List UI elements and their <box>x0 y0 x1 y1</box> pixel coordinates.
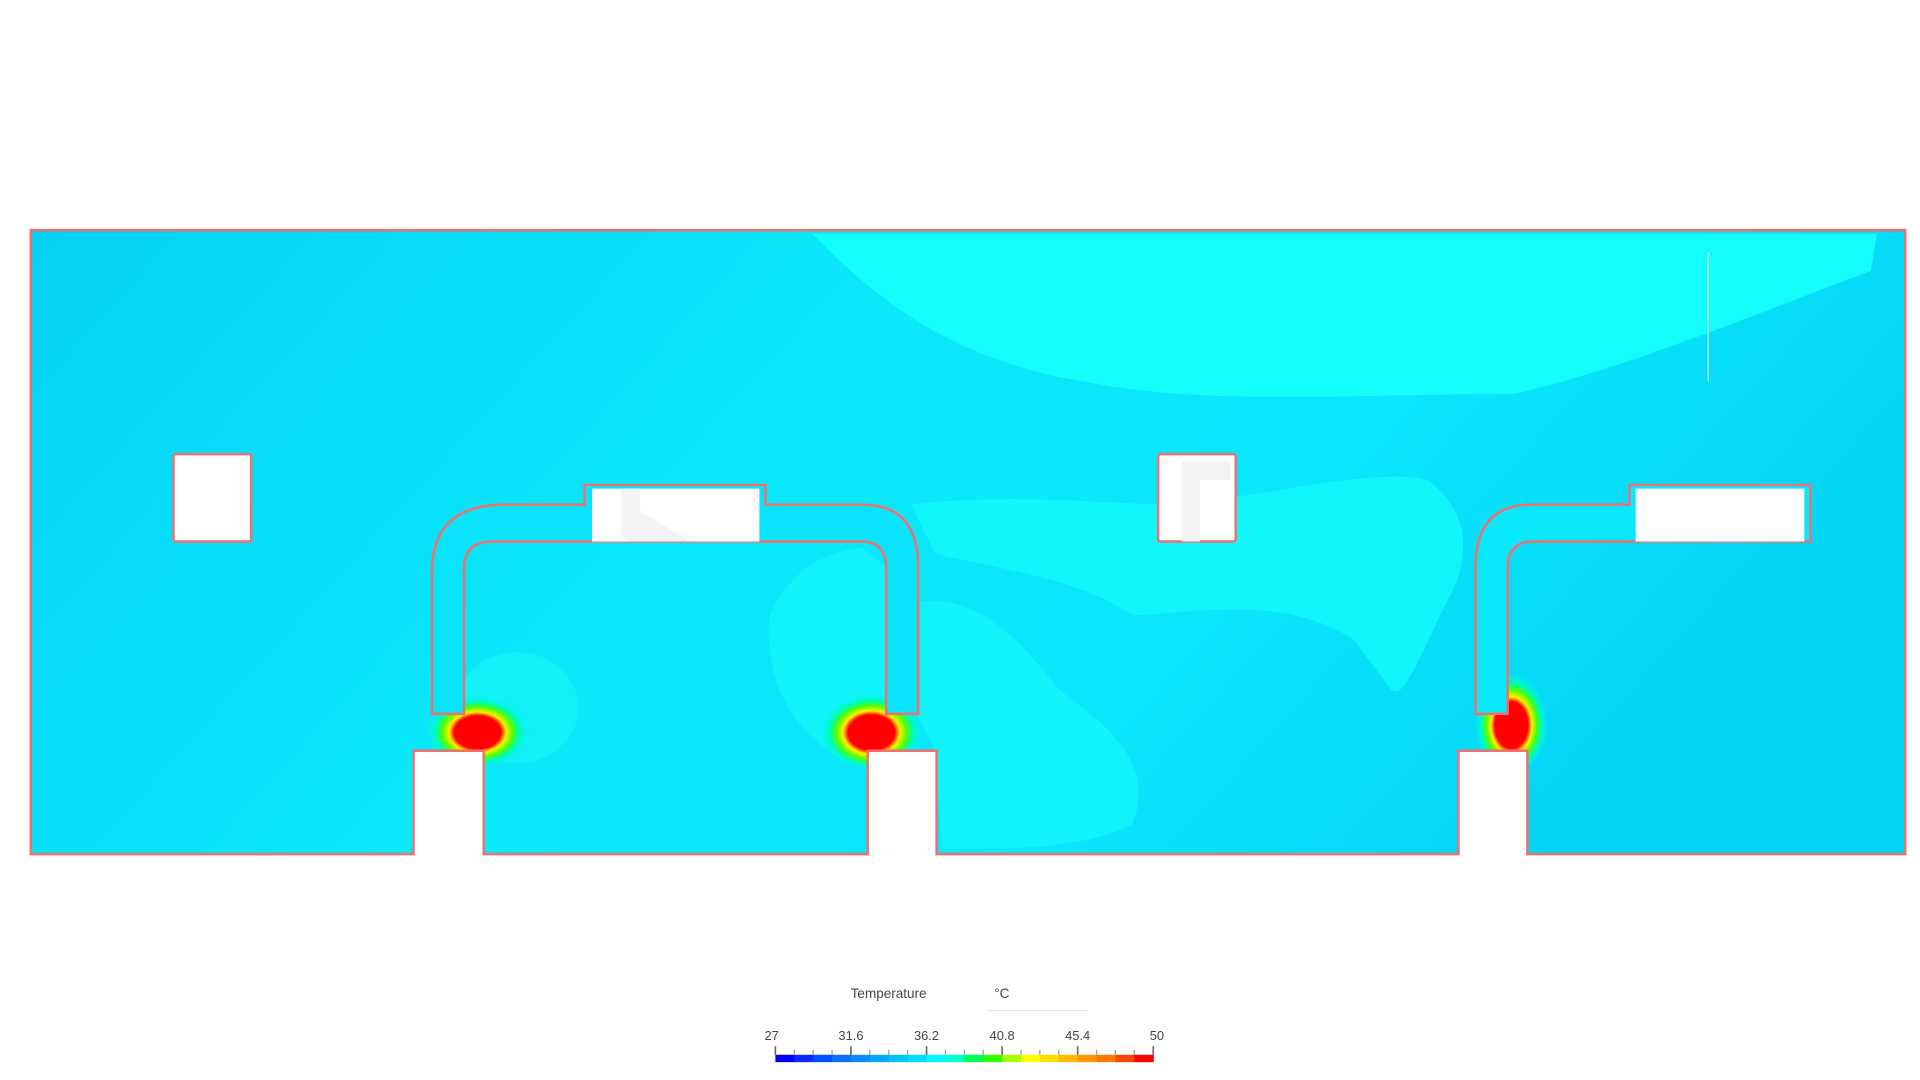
colorbar-tick-label: 27 <box>765 1028 779 1043</box>
colorbar-tick-label: 36.2 <box>914 1028 939 1043</box>
colorbar-bin <box>1115 1054 1135 1063</box>
colorbar-bin <box>983 1054 1003 1063</box>
colorbar-bin <box>888 1054 909 1063</box>
colorbar-bin <box>945 1054 965 1063</box>
colorbar-bin <box>1096 1054 1117 1063</box>
colorbar-bin <box>1002 1054 1022 1063</box>
legend-unit: °C <box>994 986 1009 1001</box>
colorbar-tick-label: 45.4 <box>1065 1028 1090 1043</box>
colorbar-bin <box>1134 1054 1154 1063</box>
colorbar-bin <box>832 1054 852 1063</box>
obstacle-box-left <box>172 452 253 543</box>
legend-title: Temperature <box>851 986 927 1001</box>
colorbar-bin <box>794 1054 814 1063</box>
colorbar-bin <box>813 1054 833 1063</box>
colorbar-bin <box>907 1054 928 1063</box>
colorbar-bin <box>775 1054 795 1063</box>
colorbar-bin <box>1058 1054 1079 1063</box>
colorbar-tick-label: 40.8 <box>990 1028 1015 1043</box>
colorbar-bin <box>869 1054 890 1063</box>
colorbar-tick-label: 50 <box>1150 1028 1164 1043</box>
colorbar-bin <box>1039 1054 1060 1063</box>
colorbar-bin <box>964 1054 984 1063</box>
cool-region-lower <box>916 601 1139 850</box>
domain-outline <box>29 228 1907 856</box>
duct-left-outlet <box>592 488 760 542</box>
cool-region-upper <box>812 233 1877 397</box>
colorbar-bin <box>850 1054 871 1063</box>
colorbar-bin <box>1020 1054 1041 1063</box>
colorbar-bin <box>926 1054 947 1063</box>
colorbar-tick-label: 31.6 <box>838 1028 863 1043</box>
duct-right-outlet <box>1635 488 1805 542</box>
cool-region-center <box>910 476 1464 692</box>
colorbar-legend: Temperature °C 27 31.6 36.2 40.8 45.4 50 <box>765 986 1164 1063</box>
colorbar-bin <box>1077 1054 1098 1063</box>
